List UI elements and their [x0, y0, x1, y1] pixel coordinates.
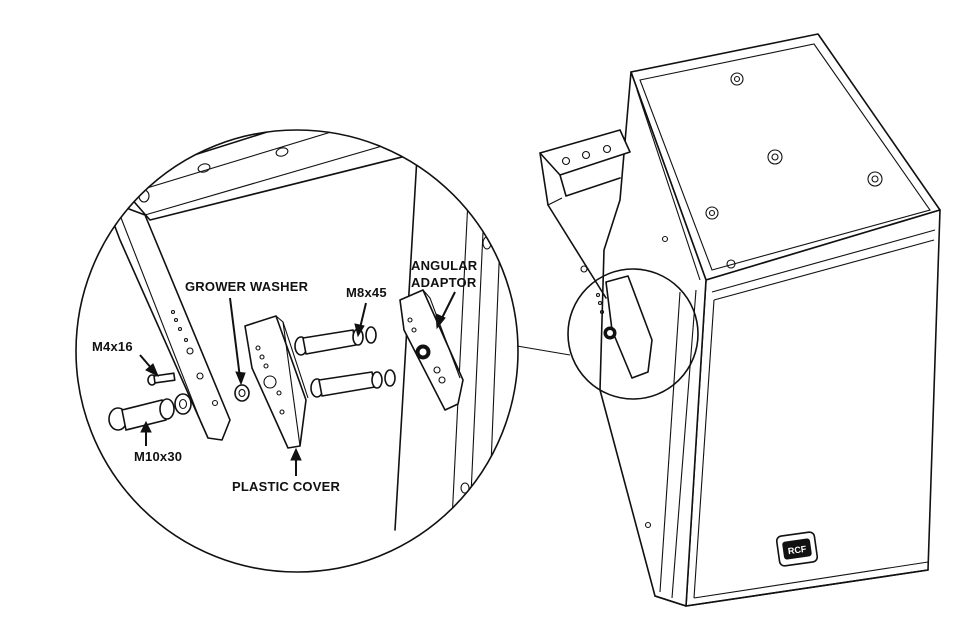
grower-washer-part [234, 384, 250, 402]
label-m4x16: M4x16 [92, 339, 133, 354]
m10x30-bolt [108, 393, 192, 431]
rcf-logo: RCF [775, 531, 819, 567]
m8x45-bolts [294, 326, 396, 398]
plastic-cover-part [244, 315, 309, 449]
label-m8x45: M8x45 [346, 285, 387, 300]
detail-circle-large [75, 129, 519, 573]
svg-text:RCF: RCF [787, 544, 807, 557]
label-angular-adaptor-2: ADAPTOR [411, 275, 477, 290]
angular-adaptor-part [399, 289, 464, 411]
label-grower-washer: GROWER WASHER [185, 279, 309, 294]
wall-bracket [539, 129, 653, 379]
detail-view [75, 129, 519, 573]
label-angular-adaptor-1: ANGULAR [411, 258, 478, 273]
speaker-cabinet: RCF [539, 33, 941, 607]
label-m10x30: M10x30 [134, 449, 182, 464]
m4x16-screw [147, 372, 176, 386]
detail-circle-small [567, 268, 699, 400]
label-plastic-cover: PLASTIC COVER [232, 479, 340, 494]
detail-connector [516, 345, 571, 356]
callouts: GROWER WASHER M8x45 ANGULAR ADAPTOR M4x1… [92, 258, 478, 494]
